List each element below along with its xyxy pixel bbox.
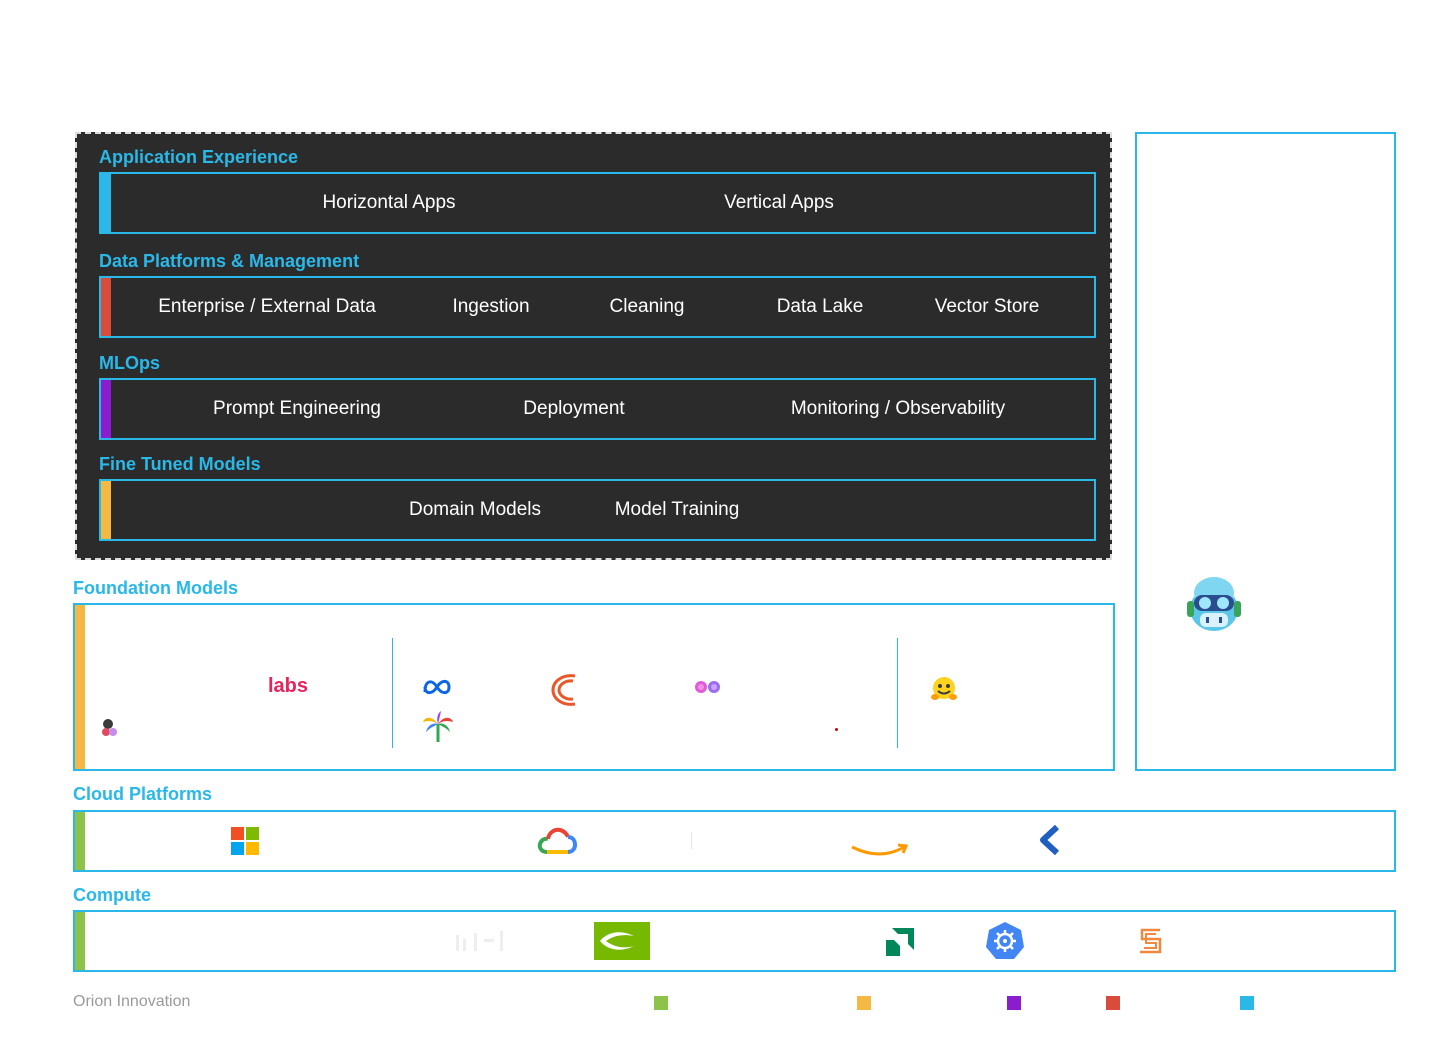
band-foundation-models <box>73 603 1115 771</box>
section-title-data-platforms: Data Platforms & Management <box>99 251 360 271</box>
item-data-lake: Data Lake <box>776 296 864 317</box>
intel-icon <box>456 929 518 958</box>
section-title-compute: Compute <box>73 885 151 905</box>
item-vertical-apps: Vertical Apps <box>724 192 834 213</box>
item-monitoring-observability: Monitoring / Observability <box>790 398 1006 419</box>
copilot-icon <box>1186 573 1242 638</box>
red-dot <box>835 728 838 731</box>
band-compute <box>73 910 1396 972</box>
item-vector-store: Vector Store <box>934 296 1040 317</box>
legend-swatch-purple <box>1007 996 1021 1010</box>
item-deployment: Deployment <box>523 398 625 419</box>
legend-swatch-yellow <box>857 996 871 1010</box>
amd-icon <box>886 928 914 961</box>
section-title-fine-tuned-models: Fine Tuned Models <box>99 454 261 474</box>
nvidia-icon <box>594 922 650 965</box>
item-enterprise-external-data: Enterprise / External Data <box>158 296 376 317</box>
band-color-bar <box>101 481 111 539</box>
legend-swatch-red <box>1106 996 1120 1010</box>
labs-logo-text: labs <box>268 675 309 697</box>
column-divider <box>392 638 393 748</box>
band-color-bar <box>75 605 85 769</box>
legend-swatch-green <box>654 996 668 1010</box>
item-prompt-engineering: Prompt Engineering <box>213 398 381 419</box>
coreweave-icon <box>1035 824 1063 861</box>
microsoft-icon <box>231 827 259 860</box>
band-mlops: Prompt Engineering Deployment Monitoring… <box>99 378 1096 440</box>
band-cloud-platforms <box>73 810 1396 872</box>
hugging-face-icon <box>930 676 958 707</box>
band-color-bar <box>75 812 85 870</box>
item-cleaning: Cleaning <box>609 296 685 317</box>
section-title-mlops: MLOps <box>99 353 160 373</box>
band-data-platforms: Enterprise / External Data Ingestion Cle… <box>99 276 1096 338</box>
section-title-application-experience: Application Experience <box>99 147 299 167</box>
side-panel <box>1135 132 1396 771</box>
band-fine-tuned-models: Domain Models Model Training <box>99 479 1096 541</box>
meta-icon <box>422 676 452 703</box>
column-divider <box>897 638 898 748</box>
amazon-icon <box>850 841 910 864</box>
company-name: Orion Innovation <box>73 993 191 1010</box>
item-model-training: Model Training <box>614 499 740 520</box>
item-domain-models: Domain Models <box>409 499 541 520</box>
kubernetes-icon <box>984 920 1026 967</box>
band-application-experience: Horizontal Apps Vertical Apps <box>99 172 1096 234</box>
band-color-bar <box>101 174 111 232</box>
band-color-bar <box>101 380 111 438</box>
faint-logo-mark <box>691 832 692 849</box>
band-color-bar <box>75 912 85 970</box>
item-horizontal-apps: Horizontal Apps <box>322 192 456 213</box>
google-cloud-icon <box>537 826 578 861</box>
palm-icon <box>421 710 455 749</box>
anthropic-icon <box>549 672 581 713</box>
legend-swatch-blue <box>1240 996 1254 1010</box>
band-color-bar <box>101 278 111 336</box>
section-title-cloud-platforms: Cloud Platforms <box>73 784 213 804</box>
item-ingestion: Ingestion <box>452 296 530 317</box>
sambanova-icon <box>1136 926 1166 961</box>
stability-icon <box>101 719 119 742</box>
sparkle-icon <box>693 679 725 700</box>
section-title-foundation-models: Foundation Models <box>73 578 238 598</box>
